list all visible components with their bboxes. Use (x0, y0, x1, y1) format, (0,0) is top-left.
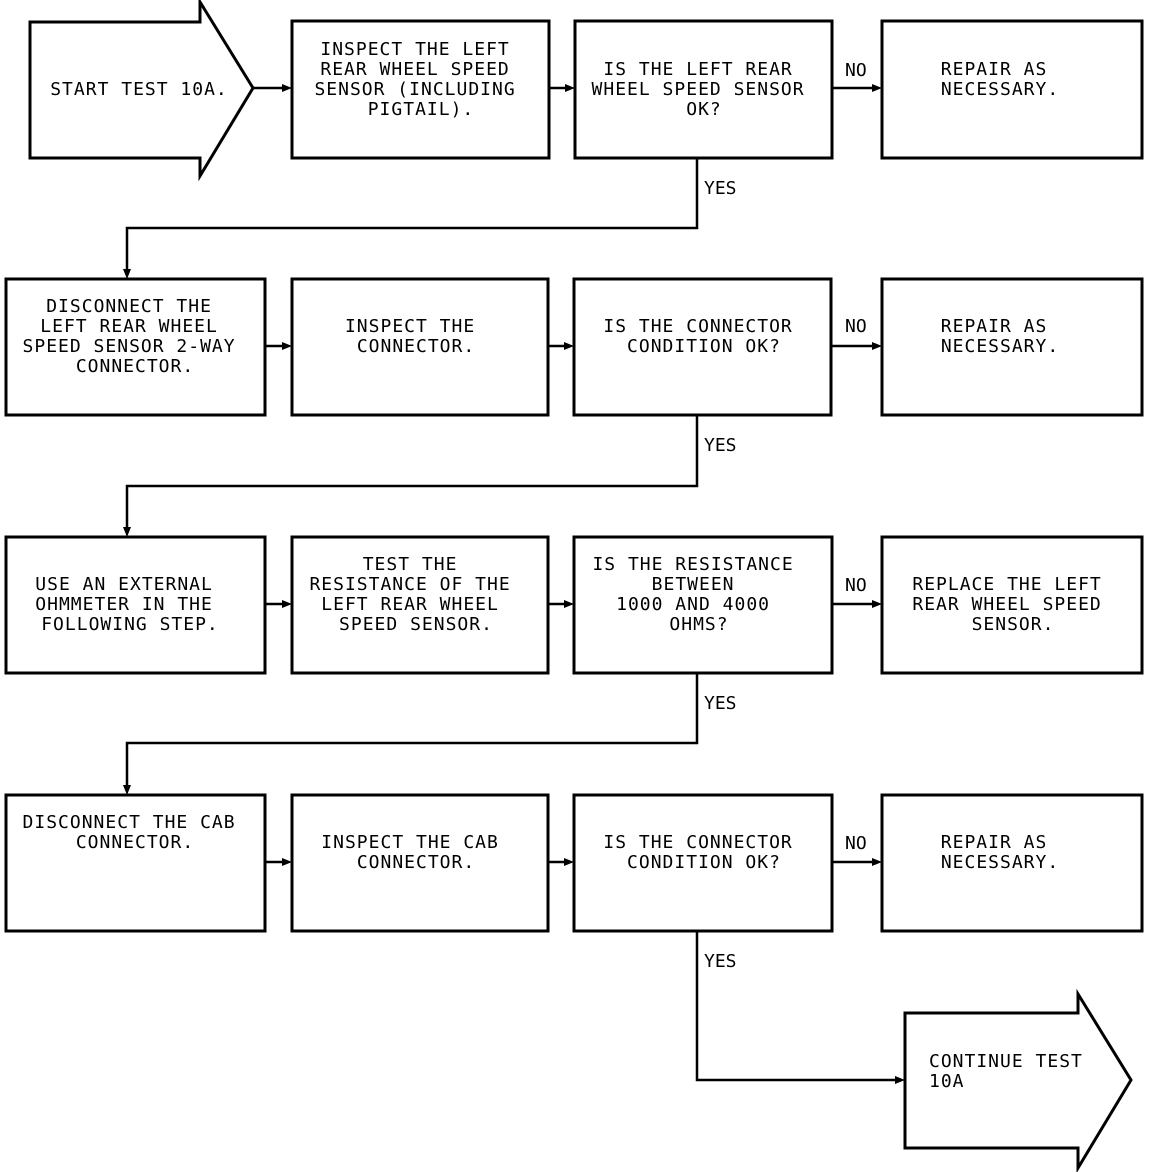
arrowhead (872, 342, 882, 350)
yes-label: YES (704, 693, 737, 714)
start-arrow-shape (28, 0, 255, 182)
row4-step1-label: INSPECT THE CAB CONNECTOR. (321, 832, 510, 873)
no-label: NO (845, 60, 867, 81)
arrowhead (123, 785, 131, 795)
row3-step1-label: TEST THE RESISTANCE OF THE LEFT REAR WHE… (309, 554, 522, 635)
no-label: NO (845, 575, 867, 596)
row1-action-box (880, 19, 1144, 160)
end-label: CONTINUE TEST 10A (929, 1051, 1095, 1092)
start-label: START TEST 10A. (50, 79, 228, 100)
yes-label: YES (704, 178, 737, 199)
row2-step1-box (290, 277, 550, 417)
row4-step0-box (4, 793, 267, 933)
arrowhead (282, 858, 292, 866)
arrowhead (872, 858, 882, 866)
row2-question-label: IS THE CONNECTOR CONDITION OK? (603, 316, 804, 357)
row2-action-box (880, 277, 1144, 417)
arrowhead (565, 84, 575, 92)
row4-step0-label: DISCONNECT THE CAB CONNECTOR. (23, 812, 248, 853)
yes-label: YES (704, 951, 737, 972)
no-label: NO (845, 833, 867, 854)
row3-question-box (572, 535, 834, 675)
no-label: NO (845, 316, 867, 337)
row3-step0-label: USE AN EXTERNAL OHMMETER IN THE FOLLOWIN… (35, 574, 224, 635)
arrowhead (564, 600, 574, 608)
row2-step0-box (4, 277, 267, 417)
arrowhead (872, 84, 882, 92)
connector-yes-branch (125, 158, 699, 271)
row1-step-box (290, 19, 551, 160)
connector-yes-branch (695, 931, 897, 1082)
arrowhead (282, 600, 292, 608)
row1-question-box (573, 19, 834, 160)
row2-step0-label: DISCONNECT THE LEFT REAR WHEEL SPEED SEN… (23, 296, 248, 377)
arrowhead (564, 342, 574, 350)
connector-yes-branch (125, 415, 699, 529)
row2-step1-label: INSPECT THE CONNECTOR. (345, 316, 487, 357)
row4-question-label: IS THE CONNECTOR CONDITION OK? (603, 832, 804, 873)
row4-action-label: REPAIR AS NECESSARY. (941, 832, 1059, 873)
end-arrow-shape (903, 988, 1133, 1172)
row1-question-label: IS THE LEFT REAR WHEEL SPEED SENSOR OK? (592, 59, 817, 120)
arrowhead (282, 84, 292, 92)
row1-action-label: REPAIR AS NECESSARY. (941, 59, 1059, 100)
connector-yes-branch (125, 673, 699, 787)
yes-label: YES (704, 435, 737, 456)
row2-question-box (572, 277, 833, 417)
row4-question-box (572, 793, 834, 933)
row3-action-label: REPLACE THE LEFT REAR WHEEL SPEED SENSOR… (912, 574, 1113, 635)
arrowhead (282, 342, 292, 350)
arrowhead (123, 269, 131, 279)
row4-step1-box (290, 793, 550, 933)
row2-action-label: REPAIR AS NECESSARY. (941, 316, 1059, 357)
row1-step-label: INSPECT THE LEFT REAR WHEEL SPEED SENSOR… (314, 39, 527, 120)
row3-question-label: IS THE RESISTANCE BETWEEN 1000 AND 4000 … (592, 554, 805, 635)
arrowhead (872, 600, 882, 608)
arrowhead (123, 527, 131, 537)
arrowhead (564, 858, 574, 866)
row4-action-box (880, 793, 1144, 933)
row3-action-box (880, 535, 1144, 675)
arrowhead (895, 1076, 905, 1084)
